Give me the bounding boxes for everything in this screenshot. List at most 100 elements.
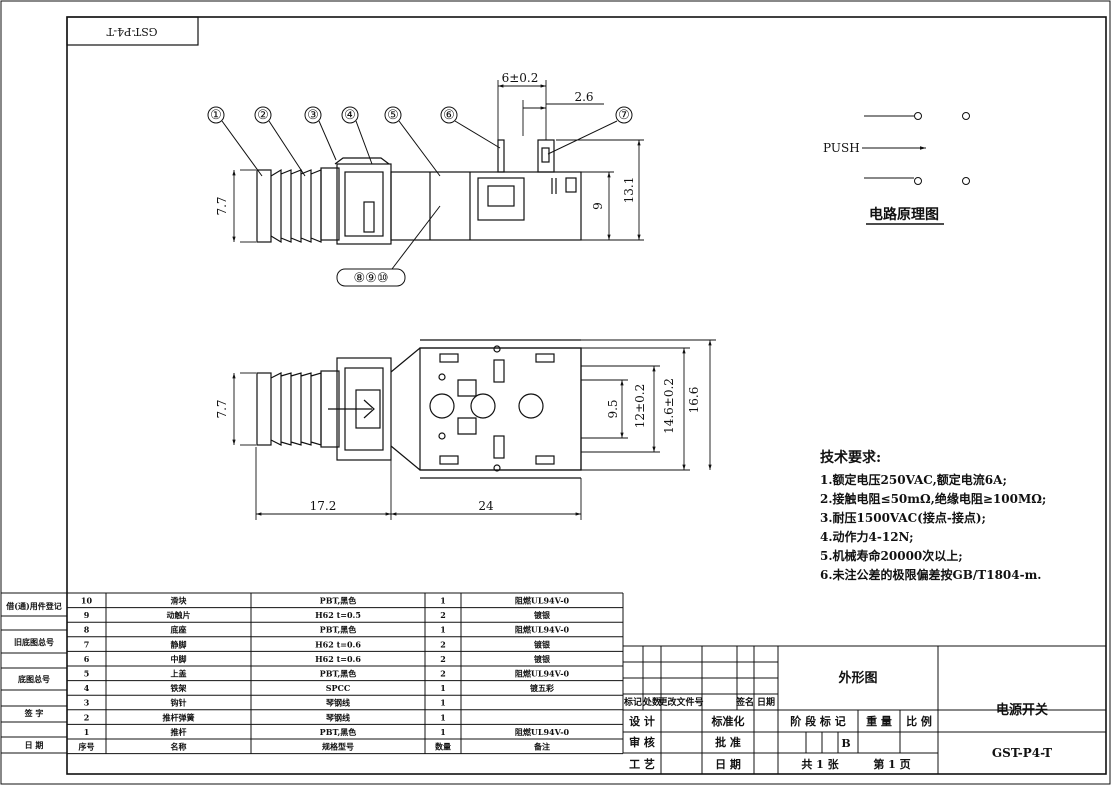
side-dimensions: [232, 80, 644, 243]
tb-scale: 比 例: [906, 714, 932, 728]
bom-cell: 2: [440, 639, 446, 649]
bom-cell: 5: [84, 669, 90, 679]
callout-5: ⑤: [387, 108, 399, 123]
bom-cell: H62 t=0.6: [315, 654, 361, 664]
side-view: [256, 139, 582, 245]
mirrored-code: GST-P4-T: [106, 25, 158, 38]
bom-cell: 底座: [170, 625, 187, 635]
tb-head-count: 处数: [642, 696, 662, 708]
dim-9-5: 9.5: [606, 399, 620, 418]
bom-cell: 3: [84, 698, 90, 708]
bom-header: 备注: [533, 742, 550, 752]
bom-cell: H62 t=0.6: [315, 639, 361, 649]
top-view: [256, 339, 582, 479]
bom-cell: 2: [440, 610, 446, 620]
tb-date: 日 期: [715, 757, 741, 771]
tech-title: 技术要求:: [820, 449, 881, 466]
bom-cell: 8: [84, 625, 90, 635]
bom-cell: 镀五彩: [530, 683, 554, 693]
tb-head-date: 日期: [757, 696, 775, 708]
tech-line-1: 1.额定电压250VAC,额定电流6A;: [820, 472, 1007, 487]
circuit-title: 电路原理图: [869, 206, 939, 223]
bom-cell: PBT,黑色: [320, 727, 357, 737]
tb-stage-value: B: [841, 737, 850, 750]
tb-code: GST-P4-T: [992, 746, 1052, 760]
side-label-borrow: 借(通)用件登记: [5, 601, 62, 611]
dim-16-6: 16.6: [687, 387, 701, 414]
dim-17-2: 17.2: [310, 499, 337, 513]
bom-cell: 镀银: [534, 654, 551, 664]
tb-craft: 工 艺: [629, 757, 655, 771]
dim-left-height-top: 7.7: [215, 196, 229, 215]
tb-design: 设 计: [629, 714, 655, 728]
bom-cell: 镀银: [534, 610, 551, 620]
tb-sheets: 共 1 张: [801, 757, 839, 771]
dim-height-9: 9: [591, 202, 605, 210]
bom-cell: 6: [84, 654, 90, 664]
bom-cell: 镀银: [534, 639, 551, 649]
bom-cell: 1: [84, 727, 90, 737]
push-label: PUSH: [823, 141, 860, 155]
bom-cell: 铁架: [171, 683, 187, 693]
tb-head-change-doc: 更改文件号: [658, 696, 703, 708]
bom-cell: 2: [440, 669, 446, 679]
circuit-diagram: [862, 112, 970, 225]
bom-cell: 1: [440, 596, 446, 606]
bom-cell: 琴钢线: [325, 712, 350, 722]
inner-frame: [66, 16, 1107, 775]
bom-cell: 阻燃UL94V-0: [515, 596, 570, 606]
side-label-sign: 签 字: [24, 708, 44, 718]
side-label-date: 日 期: [25, 740, 44, 750]
callout-2: ②: [257, 108, 269, 123]
dim-24: 24: [478, 499, 494, 513]
dim-top-pin: 2.6: [574, 90, 593, 104]
dim-top-width: 6±0.2: [502, 71, 539, 85]
bom-cell: H62 t=0.5: [315, 610, 361, 620]
mirrored-code-box: [66, 16, 199, 46]
bom-cell: 1: [440, 698, 446, 708]
tb-stage-mark: 阶 段 标 记: [790, 714, 846, 728]
bom-cell: 2: [440, 654, 446, 664]
side-strip: [1, 592, 67, 754]
bom-cell: PBT,黑色: [320, 625, 357, 635]
top-dimensions: [232, 339, 716, 520]
dim-height-13-1: 13.1: [622, 177, 636, 204]
bom-cell: 动触片: [167, 610, 191, 620]
bom-cell: 推杆: [171, 727, 187, 737]
tech-requirements: 技术要求: 1.额定电压250VAC,额定电流6A; 2.接触电阻≤50mΩ,绝…: [820, 449, 1046, 582]
bom-cell: 1: [440, 683, 446, 693]
bom-cell: 7: [84, 639, 90, 649]
bom-cell: 上盖: [171, 669, 187, 679]
bom-cell: 4: [84, 683, 90, 693]
callout-4: ④: [344, 108, 356, 123]
bom-header: 规格型号: [322, 742, 354, 752]
bom-table: 10 滑块 PBT,黑色 1 阻燃UL94V-0 9 动触片 H62 t=0.5 2 镀银 8 底座 P…: [66, 592, 624, 755]
bom-cell: 1: [440, 727, 446, 737]
tb-sheet-no: 第 1 页: [873, 757, 910, 771]
bom-cell: 滑块: [171, 596, 188, 606]
tb-approve: 批 准: [715, 735, 741, 749]
tb-product-name: 电源开关: [996, 702, 1048, 718]
bom-cell: 10: [81, 596, 93, 606]
bom-cell: 1: [440, 625, 446, 635]
bom-header: 序号: [79, 742, 95, 752]
bom-cell: 1: [440, 712, 446, 722]
bom-cell: SPCC: [326, 683, 351, 693]
tb-standard: 标准化: [711, 714, 745, 728]
dim-left-height-bottom: 7.7: [215, 399, 229, 418]
bom-cell: 阻燃UL94V-0: [515, 727, 570, 737]
dim-12: 12±0.2: [633, 384, 647, 428]
bom-cell: 9: [84, 610, 90, 620]
side-label-base-number: 底图总号: [17, 674, 50, 684]
callout-1: ①: [210, 108, 222, 123]
side-callouts: [207, 106, 633, 287]
dim-14-6: 14.6±0.2: [662, 378, 676, 434]
tb-drawing-name: 外形图: [837, 670, 877, 686]
callout-6: ⑥: [443, 108, 455, 123]
tb-head-signature: 签名: [735, 696, 754, 708]
bom-cell: 阻燃UL94V-0: [515, 625, 570, 635]
tech-line-4: 4.动作力4-12N;: [820, 529, 914, 544]
